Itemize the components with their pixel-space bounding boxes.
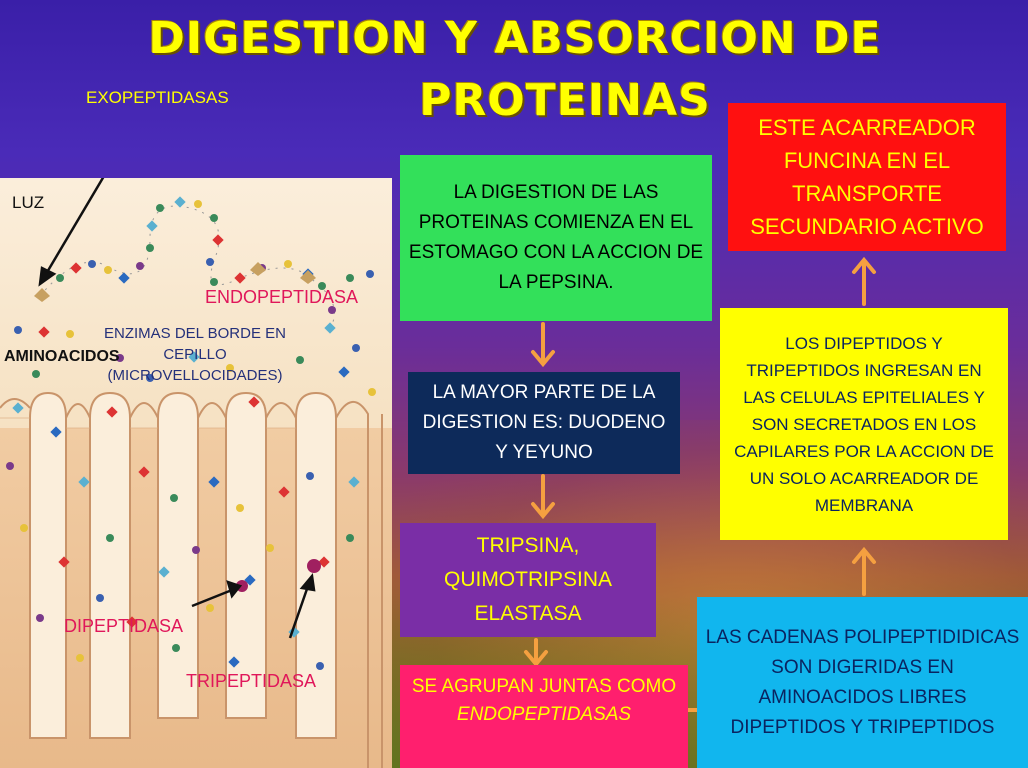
slide-title: DIGESTION Y ABSORCION DE PROTEINAS (100, 8, 930, 132)
label-enzimas-borde-cepillo: ENZIMAS DEL BORDE EN CEPILLO (MICROVELLO… (104, 325, 286, 384)
flow-box-endopeptidasas: SE AGRUPAN JUNTAS COMO ENDOPEPTIDASAS (400, 665, 688, 768)
flow-box-acarreador: ESTE ACARREADOR FUNCINA EN EL TRANSPORTE… (728, 103, 1006, 251)
flow-box-duodeno-yeyuno: LA MAYOR PARTE DE LA DIGESTION ES: DUODE… (408, 372, 680, 474)
flow-box-cadenas-text: LAS CADENAS POLIPEPTIDIDICAS SON DIGERID… (705, 626, 1020, 738)
label-exopeptidasas: EXOPEPTIDASAS (86, 88, 229, 107)
flow-box-tripsina: TRIPSINA, QUIMOTRIPSINA ELASTASA (400, 523, 656, 637)
label-luz: LUZ (12, 193, 45, 212)
label-dipeptidasa: DIPEPTIDASA (64, 616, 184, 636)
title-line-2: PROTEINAS (419, 75, 711, 126)
villi-drawing (0, 178, 392, 768)
flow-box-tripsina-text: TRIPSINA, QUIMOTRIPSINA ELASTASA (443, 534, 612, 625)
flow-box-4-text: SE AGRUPAN JUNTAS COMO (411, 676, 677, 697)
label-endopeptidasa: ENDOPEPTIDASA (205, 287, 359, 307)
title-line-1: DIGESTION Y ABSORCION DE (148, 13, 882, 64)
flow-box-acarreador-text: ESTE ACARREADOR FUNCINA EN EL TRANSPORTE… (750, 115, 984, 239)
flow-box-duodeno-text: LA MAYOR PARTE DE LA DIGESTION ES: DUODE… (422, 382, 666, 463)
flow-box-dipeptidos-tripeptidos: LOS DIPEPTIDOS Y TRIPEPTIDOS INGRESAN EN… (720, 308, 1008, 540)
flow-box-endopeptidasas-text: SE AGRUPAN JUNTAS COMO ENDOPEPTIDASAS (412, 673, 676, 729)
flow-box-pepsina-text: LA DIGESTION DE LAS PROTEINAS COMIENZA E… (408, 182, 704, 293)
flow-box-4-italic: ENDOPEPTIDASAS (456, 704, 632, 725)
label-tripeptidasa: TRIPEPTIDASA (186, 671, 317, 691)
flow-box-dipeptidos-text: LOS DIPEPTIDOS Y TRIPEPTIDOS INGRESAN EN… (734, 333, 994, 515)
flow-box-pepsina: LA DIGESTION DE LAS PROTEINAS COMIENZA E… (400, 155, 712, 321)
flow-box-cadenas-polipeptidicas: LAS CADENAS POLIPEPTIDIDICAS SON DIGERID… (697, 597, 1028, 768)
villi-illustration (0, 178, 392, 768)
label-aminoacidos: AMINOACIDOS (4, 348, 120, 365)
